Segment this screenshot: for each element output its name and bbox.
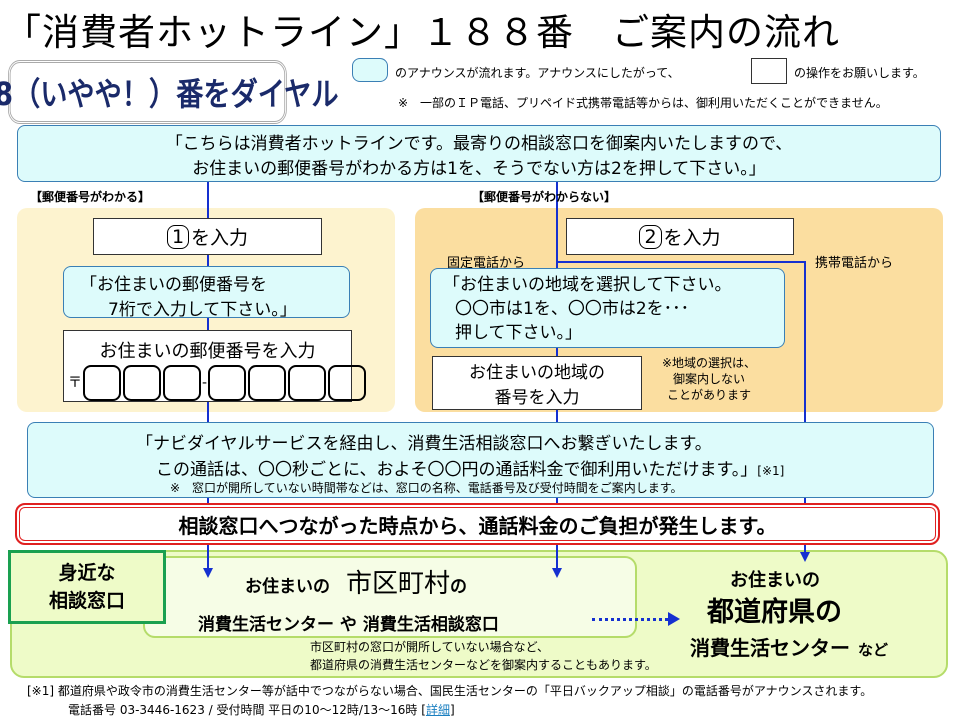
- navi-line2: この通話は、〇〇秒ごとに、およそ〇〇円の通話料金で御利用いただけます。」[※1]: [156, 455, 784, 480]
- footnote-phone: 電話番号 03-3446-1623 / 受付時間 平日の10～12時/13～16…: [68, 703, 426, 717]
- digit-box: [248, 365, 287, 401]
- prefecture-big: 都道府県の: [707, 597, 842, 628]
- footnote-ref: [※1]: [757, 464, 785, 478]
- prefecture-line3: 消費生活センターなど: [690, 632, 888, 661]
- bracket: ]: [449, 703, 455, 717]
- legend-operate-text: の操作をお願いします。: [794, 66, 925, 80]
- key-1: 1: [166, 224, 190, 249]
- postal-input-box: お住まいの郵便番号を入力 〒-: [63, 330, 367, 402]
- postal-mark: 〒: [68, 375, 82, 391]
- dial-badge: 188（いやや！）番をダイヤル: [0, 60, 339, 124]
- note-line: ※地域の選択は、: [662, 356, 757, 370]
- arrow-down-icon: [203, 568, 213, 578]
- municipal-post: の: [450, 577, 468, 597]
- nearby-label-line: 相談窓口: [48, 590, 125, 612]
- enter-label: を入力: [191, 227, 249, 249]
- legend-note: ※ 一部のＩＰ電話、プリペイド式携帯電話等からは、御利用いただくことができません…: [398, 96, 888, 110]
- arrow-right-icon: [668, 612, 680, 626]
- page-title: 「消費者ホットライン」１８８番 ご案内の流れ: [4, 11, 840, 54]
- postal-prompt-bubble: 「お住まいの郵便番号を 7桁で入力して下さい。」: [63, 266, 350, 320]
- digit-box: [328, 365, 367, 401]
- prefecture-center: 消費生活センター: [690, 636, 850, 660]
- details-link[interactable]: 詳細: [425, 703, 450, 717]
- municipal-pre: お住まいの: [245, 577, 330, 597]
- bubble-line: 7桁で入力して下さい。」: [108, 300, 297, 320]
- navi-line2-text: この通話は、〇〇秒ごとに、およそ〇〇円の通話料金で御利用いただけます。」: [156, 460, 758, 480]
- right-branch-label: 【郵便番号がわからない】: [472, 190, 617, 204]
- intro-announcement: 「こちらは消費者ホットラインです。最寄りの相談窓口を御案内いたしますので、 お住…: [17, 125, 941, 182]
- digit-box: [163, 365, 201, 401]
- fallback-line1: 市区町村の窓口が開所していない場合など、: [310, 640, 550, 654]
- nearby-label-line: 身近な: [58, 562, 116, 584]
- mobile-label: 携帯電話から: [815, 256, 894, 271]
- navi-line1: 「ナビダイヤルサービスを経由し、消費生活相談窓口へお繋ぎいたします。: [136, 434, 712, 454]
- digit-box: [83, 365, 121, 401]
- region-input-label: お住まいの地域の: [469, 363, 605, 383]
- bubble-line: 押して下さい。」: [455, 323, 582, 343]
- note-line: 御案内しない: [673, 372, 746, 386]
- footnote-line2: 電話番号 03-3446-1623 / 受付時間 平日の10～12時/13～16…: [68, 701, 455, 718]
- municipal-big: 市区町村: [346, 569, 451, 599]
- intro-line1: 「こちらは消費者ホットラインです。最寄りの相談窓口を御案内いたしますので、: [165, 133, 793, 154]
- charge-notice: 相談窓口へつながった時点から、通話料金のご負担が発生します。: [15, 503, 940, 545]
- fallback-line2: 都道府県の消費生活センターなどを御案内することもあります。: [310, 658, 657, 672]
- dotted-arrow-line: [592, 618, 668, 621]
- bubble-line: 〇〇市は1を、〇〇市は2を･･･: [455, 299, 690, 319]
- left-branch-label: 【郵便番号がわかる】: [30, 190, 151, 204]
- note-line: ことがあります: [667, 388, 752, 402]
- intro-line2: お住まいの郵便番号がわかる方は1を、そうでない方は2を押して下さい。」: [192, 158, 766, 179]
- postal-dash: -: [202, 375, 208, 391]
- legend-announce-text: のアナウンスが流れます。アナウンスにしたがって、: [395, 66, 680, 80]
- bubble-line: 「お住まいの郵便番号を: [80, 275, 267, 295]
- prefecture-pre: お住まいの: [730, 570, 820, 591]
- prefecture-suffix: など: [858, 641, 889, 659]
- digit-box: [208, 365, 247, 401]
- municipal-title: お住まいの市区町村の: [245, 563, 467, 600]
- footnote-line1: [※1] 都道府県や政令市の消費生活センター等が話中でつながらない場合、国民生活…: [27, 684, 873, 698]
- region-input-label: 番号を入力: [494, 388, 580, 408]
- nearby-label: 身近な 相談窓口: [8, 550, 166, 624]
- bubble-line: 「お住まいの地域を選択して下さい。: [443, 275, 732, 295]
- arrow-down-icon: [552, 568, 562, 578]
- postal-digit-boxes: 〒-: [68, 365, 367, 401]
- legend-operate-swatch: [751, 58, 787, 84]
- region-note: ※地域の選択は、 御案内しない ことがあります: [662, 355, 756, 403]
- region-input-box: お住まいの地域の 番号を入力: [432, 356, 642, 410]
- municipal-line2: 消費生活センター や 消費生活相談窓口: [198, 615, 499, 635]
- legend-announce-swatch: [352, 58, 388, 82]
- region-prompt-bubble: 「お住まいの地域を選択して下さい。 〇〇市は1を、〇〇市は2を･･･ 押して下さ…: [430, 268, 785, 348]
- digit-box: [288, 365, 327, 401]
- landline-label: 固定電話から: [447, 256, 526, 271]
- navi-note: ※ 窓口が開所していない時間帯などは、窓口の名称、電話番号及び受付時間をご案内し…: [170, 481, 683, 495]
- digit-box: [123, 365, 161, 401]
- postal-input-label: お住まいの郵便番号を入力: [99, 341, 316, 362]
- key-2: 2: [639, 224, 662, 249]
- enter-label: を入力: [663, 227, 721, 249]
- arrow-down-icon: [800, 552, 810, 562]
- navi-announcement: 「ナビダイヤルサービスを経由し、消費生活相談窓口へお繋ぎいたします。 この通話は…: [27, 422, 934, 498]
